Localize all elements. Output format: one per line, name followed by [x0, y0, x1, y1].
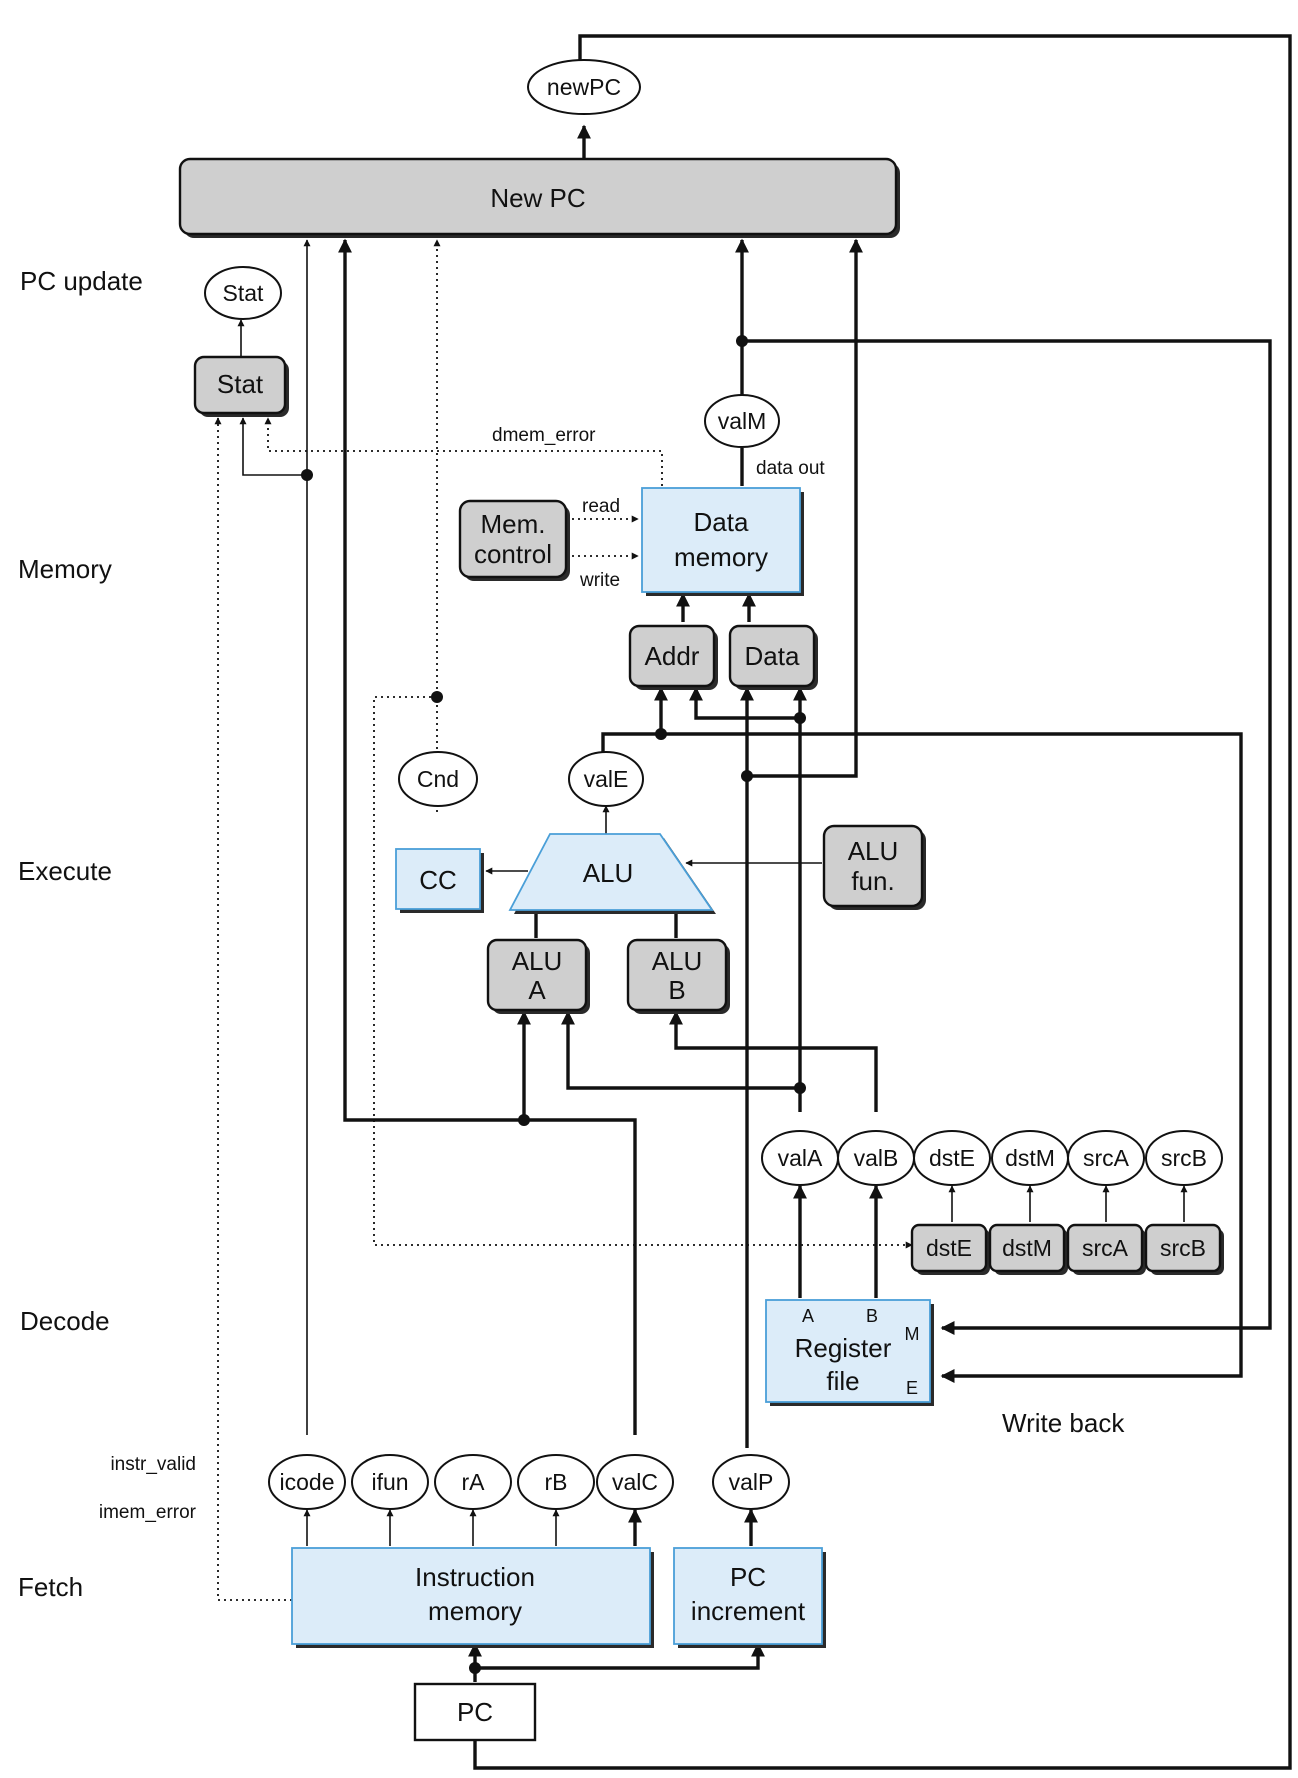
svg-text:newPC: newPC: [547, 74, 621, 100]
alu-b-block: ALU B: [626, 938, 730, 1014]
svg-text:rA: rA: [462, 1469, 486, 1495]
stat-oval: Stat: [204, 266, 282, 320]
srcb-block: srcB: [1144, 1223, 1224, 1275]
svg-text:PC: PC: [457, 1697, 493, 1727]
svg-text:valE: valE: [584, 766, 629, 792]
svg-text:B: B: [668, 975, 685, 1005]
svg-text:ALU: ALU: [652, 946, 703, 976]
stage-label-write-back: Write back: [1002, 1408, 1125, 1438]
svg-text:srcB: srcB: [1160, 1235, 1206, 1261]
dste-block: dstE: [910, 1223, 990, 1275]
svg-text:ALU: ALU: [583, 858, 634, 888]
svg-text:valM: valM: [718, 408, 767, 434]
vala-oval: valA: [761, 1130, 839, 1186]
valc-oval: valC: [596, 1454, 674, 1510]
stage-label-execute: Execute: [18, 856, 112, 886]
svg-text:dstE: dstE: [929, 1145, 975, 1171]
stage-label-decode: Decode: [20, 1306, 110, 1336]
svg-text:valA: valA: [778, 1145, 823, 1171]
pc-block: PC: [413, 1682, 537, 1742]
svg-text:ALU: ALU: [512, 946, 563, 976]
svg-text:valB: valB: [854, 1145, 899, 1171]
svg-text:Stat: Stat: [223, 280, 265, 306]
rb-oval: rB: [517, 1454, 595, 1510]
svg-text:dstM: dstM: [1002, 1235, 1052, 1261]
svg-text:memory: memory: [674, 542, 768, 572]
alu-fun-block: ALU fun.: [822, 824, 926, 910]
ifun-oval: ifun: [351, 1454, 429, 1510]
svg-text:Stat: Stat: [217, 369, 264, 399]
read-label: read: [582, 496, 620, 517]
mem-control-block: Mem. control: [458, 499, 570, 581]
svg-text:Data: Data: [745, 641, 800, 671]
dste-oval: dstE: [913, 1130, 991, 1186]
instr-valid-label: instr_valid: [110, 1454, 196, 1475]
pc-increment-block: PC increment: [673, 1547, 826, 1648]
svg-text:srcB: srcB: [1161, 1145, 1207, 1171]
svg-text:Cnd: Cnd: [417, 766, 459, 792]
svg-text:memory: memory: [428, 1596, 522, 1626]
register-port-e: E: [906, 1378, 918, 1398]
svg-text:Register: Register: [795, 1333, 892, 1363]
svg-text:valC: valC: [612, 1469, 658, 1495]
register-port-a: A: [802, 1306, 814, 1326]
svg-text:increment: increment: [691, 1596, 806, 1626]
icode-oval: icode: [268, 1454, 346, 1510]
data-memory-block: Data memory: [641, 487, 804, 596]
stage-label-fetch: Fetch: [18, 1572, 83, 1602]
addr-block: Addr: [628, 624, 718, 690]
imem-error-label: imem_error: [99, 1502, 197, 1523]
svg-text:dstE: dstE: [926, 1235, 972, 1261]
register-port-b: B: [866, 1306, 878, 1326]
cnd-oval: Cnd: [398, 751, 478, 807]
stage-label-pc-update: PC update: [20, 266, 143, 296]
svg-text:A: A: [528, 975, 546, 1005]
write-label: write: [579, 570, 620, 591]
svg-text:Instruction: Instruction: [415, 1562, 535, 1592]
new-pc-label: New PC: [490, 183, 585, 213]
valp-oval: valP: [712, 1454, 790, 1510]
svg-text:fun.: fun.: [851, 866, 894, 896]
ra-oval: rA: [434, 1454, 512, 1510]
dstm-oval: dstM: [991, 1130, 1069, 1186]
svg-text:Mem.: Mem.: [481, 509, 546, 539]
svg-text:ALU: ALU: [848, 836, 899, 866]
dmem-error-label: dmem_error: [492, 425, 596, 446]
vale-oval: valE: [568, 751, 644, 807]
alu-a-block: ALU A: [486, 938, 590, 1014]
stat-block: Stat: [193, 355, 289, 417]
instruction-memory-block: Instruction memory: [291, 1547, 654, 1648]
srca-oval: srcA: [1067, 1130, 1145, 1186]
register-port-m: M: [905, 1324, 920, 1344]
svg-text:rB: rB: [545, 1469, 568, 1495]
alu-block: ALU: [508, 833, 716, 914]
svg-text:ifun: ifun: [371, 1469, 408, 1495]
svg-text:Data: Data: [694, 507, 749, 537]
svg-text:valP: valP: [729, 1469, 774, 1495]
svg-text:control: control: [474, 539, 552, 569]
svg-text:CC: CC: [419, 865, 457, 895]
srcb-oval: srcB: [1145, 1130, 1223, 1186]
srca-block: srcA: [1066, 1223, 1146, 1275]
svg-text:PC: PC: [730, 1562, 766, 1592]
newpc-oval: newPC: [527, 59, 641, 115]
svg-text:icode: icode: [280, 1469, 335, 1495]
register-file-block: A B M E Register file: [765, 1299, 934, 1406]
svg-text:dstM: dstM: [1005, 1145, 1055, 1171]
stage-label-memory: Memory: [18, 554, 112, 584]
cc-block: CC: [395, 848, 484, 913]
data-out-label: data out: [756, 458, 825, 479]
svg-text:file: file: [826, 1366, 859, 1396]
data-block: Data: [728, 624, 818, 690]
valm-oval: valM: [704, 394, 780, 448]
valb-oval: valB: [837, 1130, 915, 1186]
svg-text:srcA: srcA: [1082, 1235, 1129, 1261]
dstm-block: dstM: [988, 1223, 1068, 1275]
svg-text:Addr: Addr: [645, 641, 700, 671]
new-pc-block: New PC: [178, 157, 900, 238]
svg-text:srcA: srcA: [1083, 1145, 1130, 1171]
